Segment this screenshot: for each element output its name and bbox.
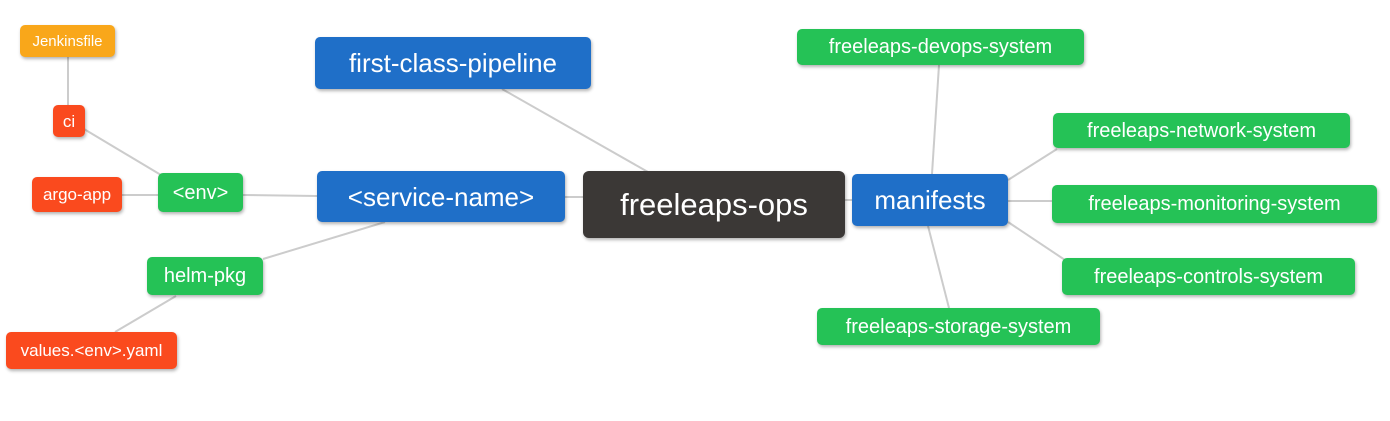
node-jenkinsfile[interactable]: Jenkinsfile — [20, 25, 115, 57]
node-ci[interactable]: ci — [53, 105, 85, 137]
node-manifests[interactable]: manifests — [852, 174, 1008, 226]
edge-manifests-controls — [1007, 221, 1066, 261]
edge-env-service-name — [242, 194, 318, 197]
node-service-name[interactable]: <service-name> — [317, 171, 565, 222]
edge-values-helm-pkg — [114, 295, 177, 333]
node-helm-pkg[interactable]: helm-pkg — [147, 257, 263, 295]
edge-manifests-network — [1007, 148, 1058, 181]
node-freeleaps-monitoring-system[interactable]: freeleaps-monitoring-system — [1052, 185, 1377, 223]
node-values-env-yaml[interactable]: values.<env>.yaml — [6, 332, 177, 369]
edge-manifests-storage — [927, 225, 950, 309]
edge-manifests-devops — [931, 64, 940, 175]
node-freeleaps-devops-system[interactable]: freeleaps-devops-system — [797, 29, 1084, 65]
edge-ci-env — [83, 128, 167, 179]
node-freeleaps-ops[interactable]: freeleaps-ops — [583, 171, 845, 238]
node-first-class-pipeline[interactable]: first-class-pipeline — [315, 37, 591, 89]
node-argo-app[interactable]: argo-app — [32, 177, 122, 212]
edge-helm-pkg-service-name — [262, 221, 386, 260]
edge-pipeline-root — [501, 88, 649, 173]
node-env[interactable]: <env> — [158, 173, 243, 212]
node-freeleaps-storage-system[interactable]: freeleaps-storage-system — [817, 308, 1100, 345]
node-freeleaps-network-system[interactable]: freeleaps-network-system — [1053, 113, 1350, 148]
node-freeleaps-controls-system[interactable]: freeleaps-controls-system — [1062, 258, 1355, 295]
